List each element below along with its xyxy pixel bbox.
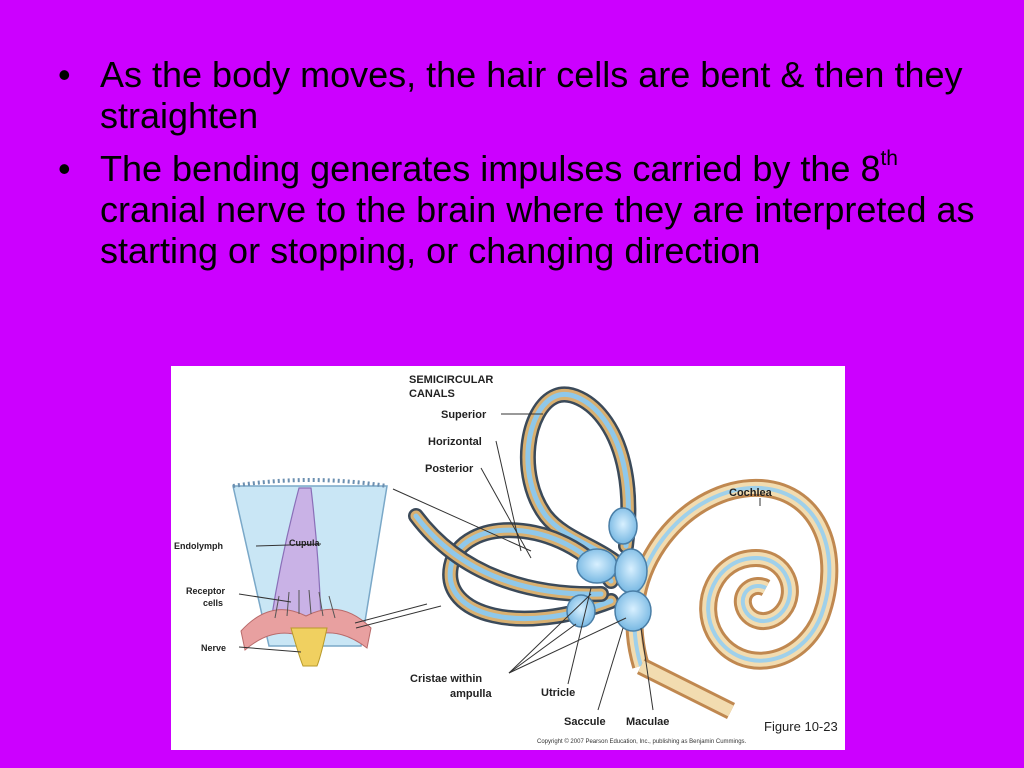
bullet-text-pre: The bending generates impulses carried b… (100, 148, 881, 189)
cochlea (625, 478, 839, 720)
bullet-dot: • (58, 54, 71, 95)
label-receptor-cells: Receptor (186, 586, 226, 596)
posterior-ampulla (566, 594, 596, 628)
crista-inset (232, 478, 388, 667)
label-utricle: Utricle (541, 687, 575, 699)
bullet-dot: • (58, 148, 71, 189)
superior-ampulla (608, 507, 638, 545)
nerve-bundle (290, 627, 328, 667)
utricle-shape (576, 548, 618, 584)
label-receptor-cells-2: cells (203, 598, 223, 608)
inner-ear-diagram: SEMICIRCULAR CANALS Superior Horizontal … (174, 374, 839, 745)
membrane-edge (232, 478, 388, 488)
bullet-list: • As the body moves, the hair cells are b… (58, 54, 978, 283)
label-saccule: Saccule (564, 716, 606, 728)
label-posterior: Posterior (425, 463, 474, 475)
figure-number: Figure 10-23 (764, 719, 838, 734)
label-cristae-within-ampulla-2: ampulla (450, 688, 492, 700)
bullet-item: • As the body moves, the hair cells are b… (58, 54, 978, 136)
label-endolymph: Endolymph (174, 541, 223, 551)
label-semicircular-canals-2: CANALS (409, 388, 455, 400)
horizontal-ampulla (614, 548, 648, 594)
label-maculae: Maculae (626, 716, 669, 728)
saccule-shape (614, 590, 652, 632)
ordinal-superscript: th (880, 147, 898, 170)
diagram-labels: SEMICIRCULAR CANALS Superior Horizontal … (174, 374, 838, 745)
label-cupula: Cupula (289, 538, 320, 548)
label-horizontal: Horizontal (428, 436, 482, 448)
label-superior: Superior (441, 409, 487, 421)
inner-ear-figure: SEMICIRCULAR CANALS Superior Horizontal … (171, 366, 845, 750)
vestibule (566, 507, 652, 632)
label-cristae-within-ampulla: Cristae within (410, 673, 482, 685)
leader-lines (238, 413, 761, 711)
bullet-text-post: cranial nerve to the brain where they ar… (100, 189, 975, 271)
bullet-text: As the body moves, the hair cells are be… (100, 54, 963, 136)
bullet-item: • The bending generates impulses carried … (58, 148, 978, 271)
copyright-notice: Copyright © 2007 Pearson Education, Inc.… (537, 738, 747, 745)
label-cochlea: Cochlea (729, 487, 773, 499)
label-nerve: Nerve (201, 643, 226, 653)
label-semicircular-canals: SEMICIRCULAR (409, 374, 493, 386)
semicircular-canals (408, 386, 637, 627)
